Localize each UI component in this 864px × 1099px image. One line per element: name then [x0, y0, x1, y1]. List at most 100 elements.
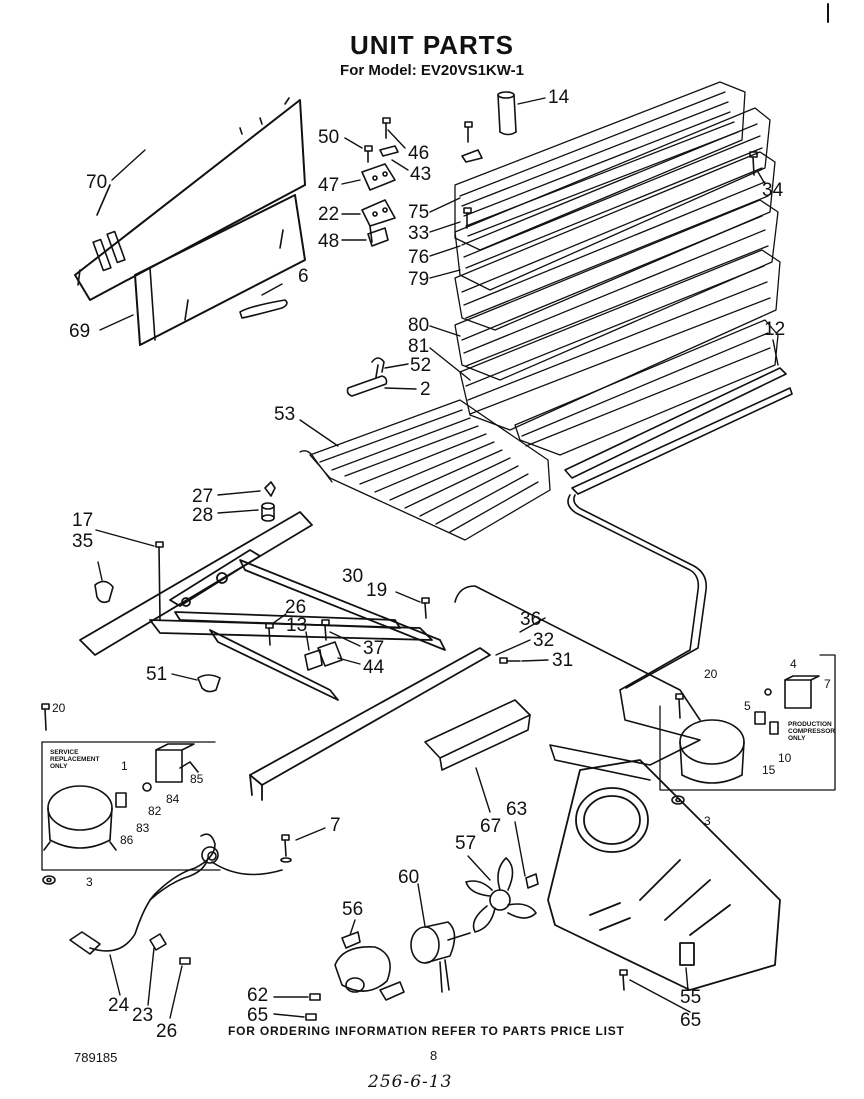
screw-26-upper — [265, 622, 274, 646]
part-82-screw — [142, 782, 152, 792]
screw-31 — [499, 657, 521, 664]
callout-30: 30 — [342, 566, 364, 587]
screw-7 — [280, 834, 292, 863]
callout-70: 70 — [86, 172, 108, 193]
inset-left-label-1: 1 — [121, 759, 128, 773]
inset-production-compressor — [659, 654, 836, 805]
inset-right-label-7: 7 — [824, 677, 831, 691]
callout-17: 17 — [72, 510, 94, 531]
inset-right-label-20: 20 — [704, 667, 718, 681]
screw-65-right — [619, 969, 628, 991]
part-13-bracket — [304, 649, 323, 671]
callout-27: 27 — [192, 486, 214, 507]
callout-26-lower: 26 — [156, 1021, 178, 1042]
callout-7: 7 — [330, 815, 341, 836]
part-35-clamp — [94, 580, 114, 604]
callout-53: 53 — [274, 404, 296, 425]
callout-22: 22 — [318, 204, 340, 225]
callout-50: 50 — [318, 127, 340, 148]
inset-left-label-82: 82 — [148, 804, 162, 818]
callout-33: 33 — [408, 223, 430, 244]
callout-81: 81 — [408, 336, 430, 357]
part-3-grommet-service — [42, 875, 56, 885]
callout-43: 43 — [410, 164, 432, 185]
part-52-clip — [371, 357, 385, 378]
callout-75: 75 — [408, 202, 430, 223]
callout-47: 47 — [318, 175, 340, 196]
callout-79: 79 — [408, 269, 430, 290]
part-85-cover — [179, 761, 199, 773]
part-27-clip — [264, 481, 276, 497]
leader-arrows — [95, 97, 779, 1019]
part-44-bracket — [317, 641, 343, 667]
callout-28: 28 — [192, 505, 214, 526]
part-4-relay — [784, 675, 820, 709]
callout-36: 36 — [520, 609, 542, 630]
inset-left-label-86: 86 — [120, 833, 134, 847]
callout-32: 32 — [533, 630, 555, 651]
part-51-clip — [197, 674, 221, 693]
screw-37 — [321, 619, 330, 641]
part-12-strip — [564, 367, 793, 495]
part-14-tube — [497, 91, 517, 136]
screw-62 — [309, 993, 321, 1001]
screw-50 — [364, 145, 373, 163]
callout-35: 35 — [72, 531, 94, 552]
compressor-production — [679, 719, 745, 784]
part-53-condenser-coil — [299, 399, 551, 541]
callout-13: 13 — [286, 615, 308, 636]
handwritten-note: 256-6-13 — [368, 1072, 453, 1092]
part-28-grommet — [261, 502, 275, 522]
compressor-service — [43, 785, 117, 851]
part-5-terminal — [754, 711, 766, 725]
callout-44: 44 — [363, 657, 385, 678]
inset-right-label-15: 15 — [762, 763, 776, 777]
part-20-screw-service — [41, 703, 50, 731]
callout-37: 37 — [363, 638, 385, 659]
screw-65-left — [305, 1013, 317, 1021]
callout-51: 51 — [146, 664, 168, 685]
callout-14: 14 — [548, 87, 570, 108]
callout-31: 31 — [552, 650, 574, 671]
part-10-clip — [769, 721, 779, 735]
screw-19 — [421, 597, 430, 619]
callout-34: 34 — [762, 180, 784, 201]
screw-46 — [379, 117, 483, 163]
part-56-motor-bracket — [334, 931, 405, 1001]
callout-63: 63 — [506, 799, 528, 820]
inset-service-compressor — [41, 703, 221, 885]
inset-right-label-5: 5 — [744, 699, 751, 713]
screw-17 — [155, 541, 164, 621]
callout-52: 52 — [410, 355, 432, 376]
part-24-power-cord — [69, 833, 283, 955]
part-83-terminal — [115, 792, 127, 808]
callout-2: 2 — [420, 379, 431, 400]
part-48-bracket — [367, 227, 389, 247]
page-number: 8 — [430, 1048, 438, 1063]
document-number: 789185 — [74, 1050, 118, 1065]
part-20-screw-production — [675, 693, 684, 719]
callout-62: 62 — [247, 985, 269, 1006]
callout-57: 57 — [455, 833, 477, 854]
callout-6: 6 — [298, 266, 309, 287]
model-subtitle: For Model: EV20VS1KW-1 — [340, 62, 524, 79]
part-2-drier — [346, 375, 388, 397]
inset-right-label-10: 10 — [778, 751, 792, 765]
callout-26-upper: 26 — [285, 597, 307, 618]
part-63-nut — [525, 873, 539, 889]
callout-55: 55 — [680, 987, 702, 1008]
inset-left-label-85: 85 — [190, 772, 204, 786]
service-replacement-note: SERVICE REPLACEMENT ONLY — [50, 749, 100, 770]
part-55-fan-shroud — [547, 759, 781, 991]
production-compressor-note: PRODUCTION COMPRESSOR ONLY — [788, 721, 835, 742]
inset-left-label-84: 84 — [166, 792, 180, 806]
callout-48: 48 — [318, 231, 340, 252]
part-23-clamp — [149, 933, 167, 951]
inset-right-label-4: 4 — [790, 657, 797, 671]
part-70-rear-panel — [74, 97, 306, 301]
callout-67: 67 — [480, 816, 502, 837]
inset-right-label-3: 3 — [704, 814, 711, 828]
part-7-screw — [764, 688, 772, 696]
screw-26-lower — [179, 957, 191, 965]
